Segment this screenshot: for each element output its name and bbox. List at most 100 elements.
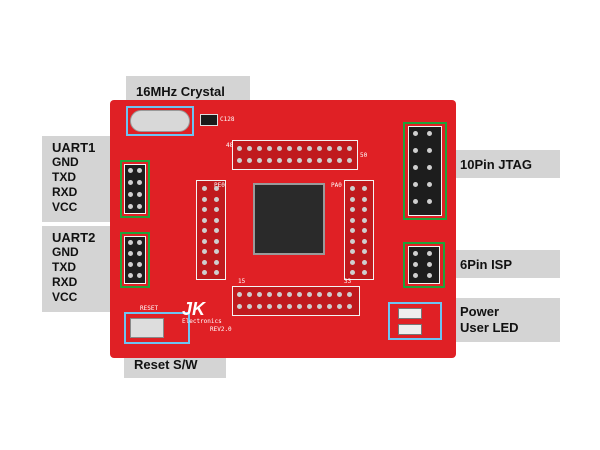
pin-48-silk: 48: [226, 142, 234, 149]
header-pin: [257, 146, 262, 151]
pe0-silk: PE0: [214, 182, 225, 189]
header-pin: [287, 146, 292, 151]
header-pin: [247, 292, 252, 297]
header-pin: [350, 259, 355, 265]
header-pin: [137, 168, 142, 173]
reset-label-text: Reset S/W: [134, 356, 198, 372]
header-pin: [237, 304, 242, 309]
header-pin: [237, 292, 242, 297]
header-pin: [347, 146, 352, 151]
header-pin: [247, 304, 252, 309]
header-pin: [202, 259, 207, 265]
header-pin: [350, 217, 355, 223]
power-led: [398, 308, 422, 319]
header-pin: [317, 304, 322, 309]
header-pin: [214, 270, 219, 275]
header-pin: [413, 165, 418, 170]
header-pin: [214, 196, 219, 202]
uart2-header: [124, 236, 146, 284]
header-pin: [327, 158, 332, 163]
user-led: [398, 324, 422, 335]
header-pin: [350, 228, 355, 233]
header-pin: [214, 217, 219, 223]
jtag-header-highlight: [403, 122, 447, 220]
header-pin: [128, 240, 133, 245]
header-pin: [337, 146, 342, 151]
header-pin: [214, 228, 219, 233]
right-pin-header: [344, 180, 374, 280]
header-pin: [327, 146, 332, 151]
jk-logo: JK Electronics: [182, 299, 222, 325]
header-pin: [277, 146, 282, 151]
crystal-silk: C128: [220, 116, 235, 123]
header-pin: [137, 192, 142, 197]
header-pin: [362, 270, 367, 275]
left-pin-header: [196, 180, 226, 280]
header-pin: [137, 240, 142, 245]
header-pin: [307, 292, 312, 297]
header-pin: [214, 186, 219, 191]
uart1-pin-txd: TXD: [52, 170, 76, 184]
header-pin: [214, 249, 219, 254]
header-pin: [137, 180, 142, 185]
header-pin: [350, 196, 355, 202]
header-pin: [247, 158, 252, 163]
header-pin: [257, 292, 262, 297]
uart1-header: [124, 164, 146, 214]
header-pin: [413, 251, 418, 256]
mcu-chip: [253, 183, 325, 255]
header-pin: [237, 158, 242, 163]
header-pin: [202, 228, 207, 233]
header-pin: [350, 238, 355, 244]
header-pin: [128, 192, 133, 197]
header-pin: [137, 251, 142, 256]
header-pin: [413, 131, 418, 136]
header-pin: [327, 292, 332, 297]
header-pin: [337, 158, 342, 163]
uart1-pin-gnd: GND: [52, 155, 79, 169]
isp-label: 6Pin ISP: [450, 250, 560, 278]
header-pin: [327, 304, 332, 309]
header-pin: [202, 207, 207, 212]
header-pin: [202, 238, 207, 244]
header-pin: [427, 131, 432, 136]
jk-logo-text: JK: [182, 299, 206, 319]
header-pin: [277, 304, 282, 309]
header-pin: [287, 292, 292, 297]
uart1-title: UART1: [52, 140, 96, 155]
header-pin: [350, 186, 355, 191]
pa0-silk: PA0: [331, 182, 342, 189]
uart2-label: UART2 GND TXD RXD VCC: [42, 226, 118, 312]
header-pin: [137, 273, 142, 278]
header-pin: [297, 158, 302, 163]
header-pin: [317, 146, 322, 151]
crystal-highlight: [126, 106, 194, 136]
header-pin: [413, 182, 418, 187]
uart2-header-highlight: [120, 232, 150, 288]
header-pin: [267, 146, 272, 151]
header-pin: [350, 207, 355, 212]
header-pin: [202, 249, 207, 254]
bottom-pin-header: [232, 286, 360, 316]
header-pin: [214, 238, 219, 244]
header-pin: [362, 217, 367, 223]
header-pin: [427, 262, 432, 267]
uart1-pin-rxd: RXD: [52, 185, 78, 199]
rev-silk: REV2.0: [210, 326, 232, 333]
user-led-label-text: User LED: [460, 320, 519, 335]
power-label-text: Power: [460, 304, 500, 319]
top-pin-header: [232, 140, 358, 170]
reset-switch-highlight: [124, 312, 190, 344]
header-pin: [362, 196, 367, 202]
header-pin: [307, 158, 312, 163]
header-pin: [247, 146, 252, 151]
header-pin: [337, 304, 342, 309]
header-pin: [267, 158, 272, 163]
header-pin: [337, 292, 342, 297]
header-pin: [202, 186, 207, 191]
uart2-pin-gnd: GND: [52, 245, 79, 259]
header-pin: [202, 270, 207, 275]
header-pin: [257, 158, 262, 163]
header-pin: [237, 146, 242, 151]
header-pin: [427, 165, 432, 170]
